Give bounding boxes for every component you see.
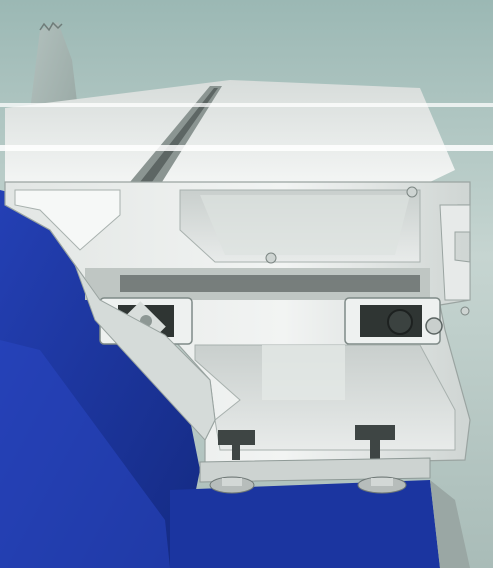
profile-right-edge (439, 204, 471, 301)
bottom-t-slot-left (218, 430, 255, 460)
bearing-channel-shadow (120, 275, 420, 292)
cavity-lower-wall (262, 345, 345, 400)
top-t-slot-shadow (140, 88, 218, 182)
machine-base (170, 480, 440, 568)
base-plate (199, 457, 431, 483)
machine-body-left-highlight (0, 340, 170, 568)
bolt-head-2 (265, 252, 277, 264)
light-reflection-2 (0, 145, 493, 151)
support-foot-right (357, 476, 407, 494)
bearing-block-right (344, 297, 443, 345)
machine-base-side (430, 480, 470, 568)
cavity-inner-wall (200, 195, 410, 255)
bolt-head-1 (406, 186, 418, 198)
profile-slant-wall (74, 264, 216, 441)
bolt-head-3 (460, 306, 470, 316)
support-foot-left (209, 476, 255, 494)
bottom-t-slot-right (355, 425, 395, 460)
profile-cavity-left (14, 189, 121, 251)
light-reflection-1 (0, 103, 493, 107)
